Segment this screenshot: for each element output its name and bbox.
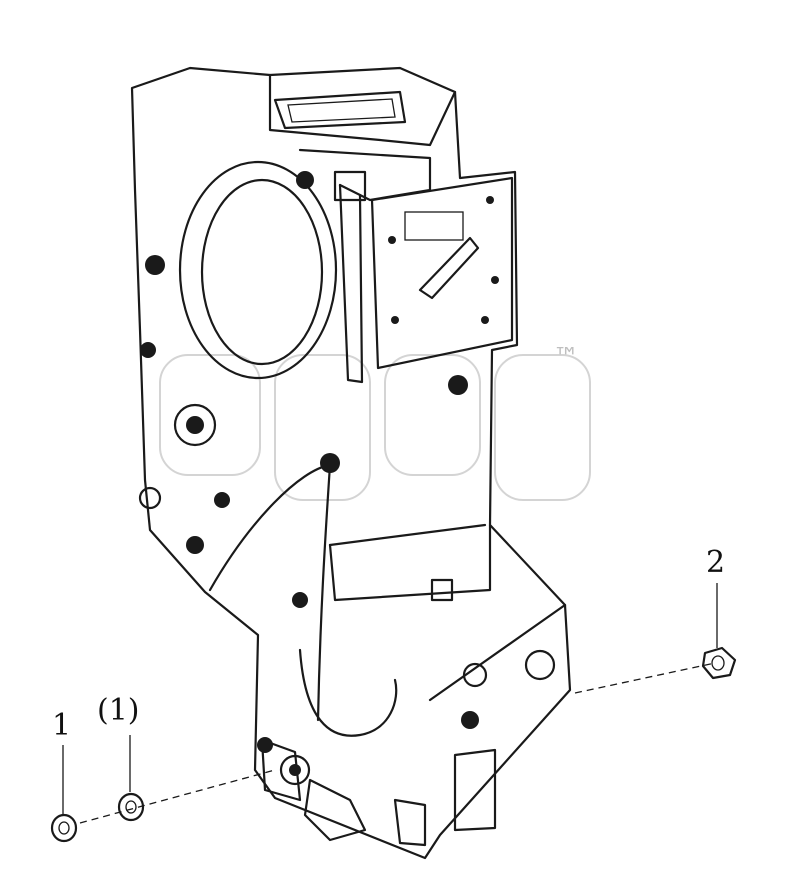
nut-part-2 xyxy=(701,646,737,680)
watermark-logo: ™ xyxy=(159,343,591,501)
nut-part-1 xyxy=(50,813,78,843)
trademark-symbol: ™ xyxy=(553,343,579,373)
part-label-1-alt: (1) xyxy=(97,693,140,728)
part-label-1: 1 xyxy=(52,708,71,743)
leader-lines xyxy=(62,583,718,824)
gearbox-housing xyxy=(130,66,572,860)
nut-part-1-alt xyxy=(117,792,145,822)
part-label-2: 2 xyxy=(706,545,725,580)
